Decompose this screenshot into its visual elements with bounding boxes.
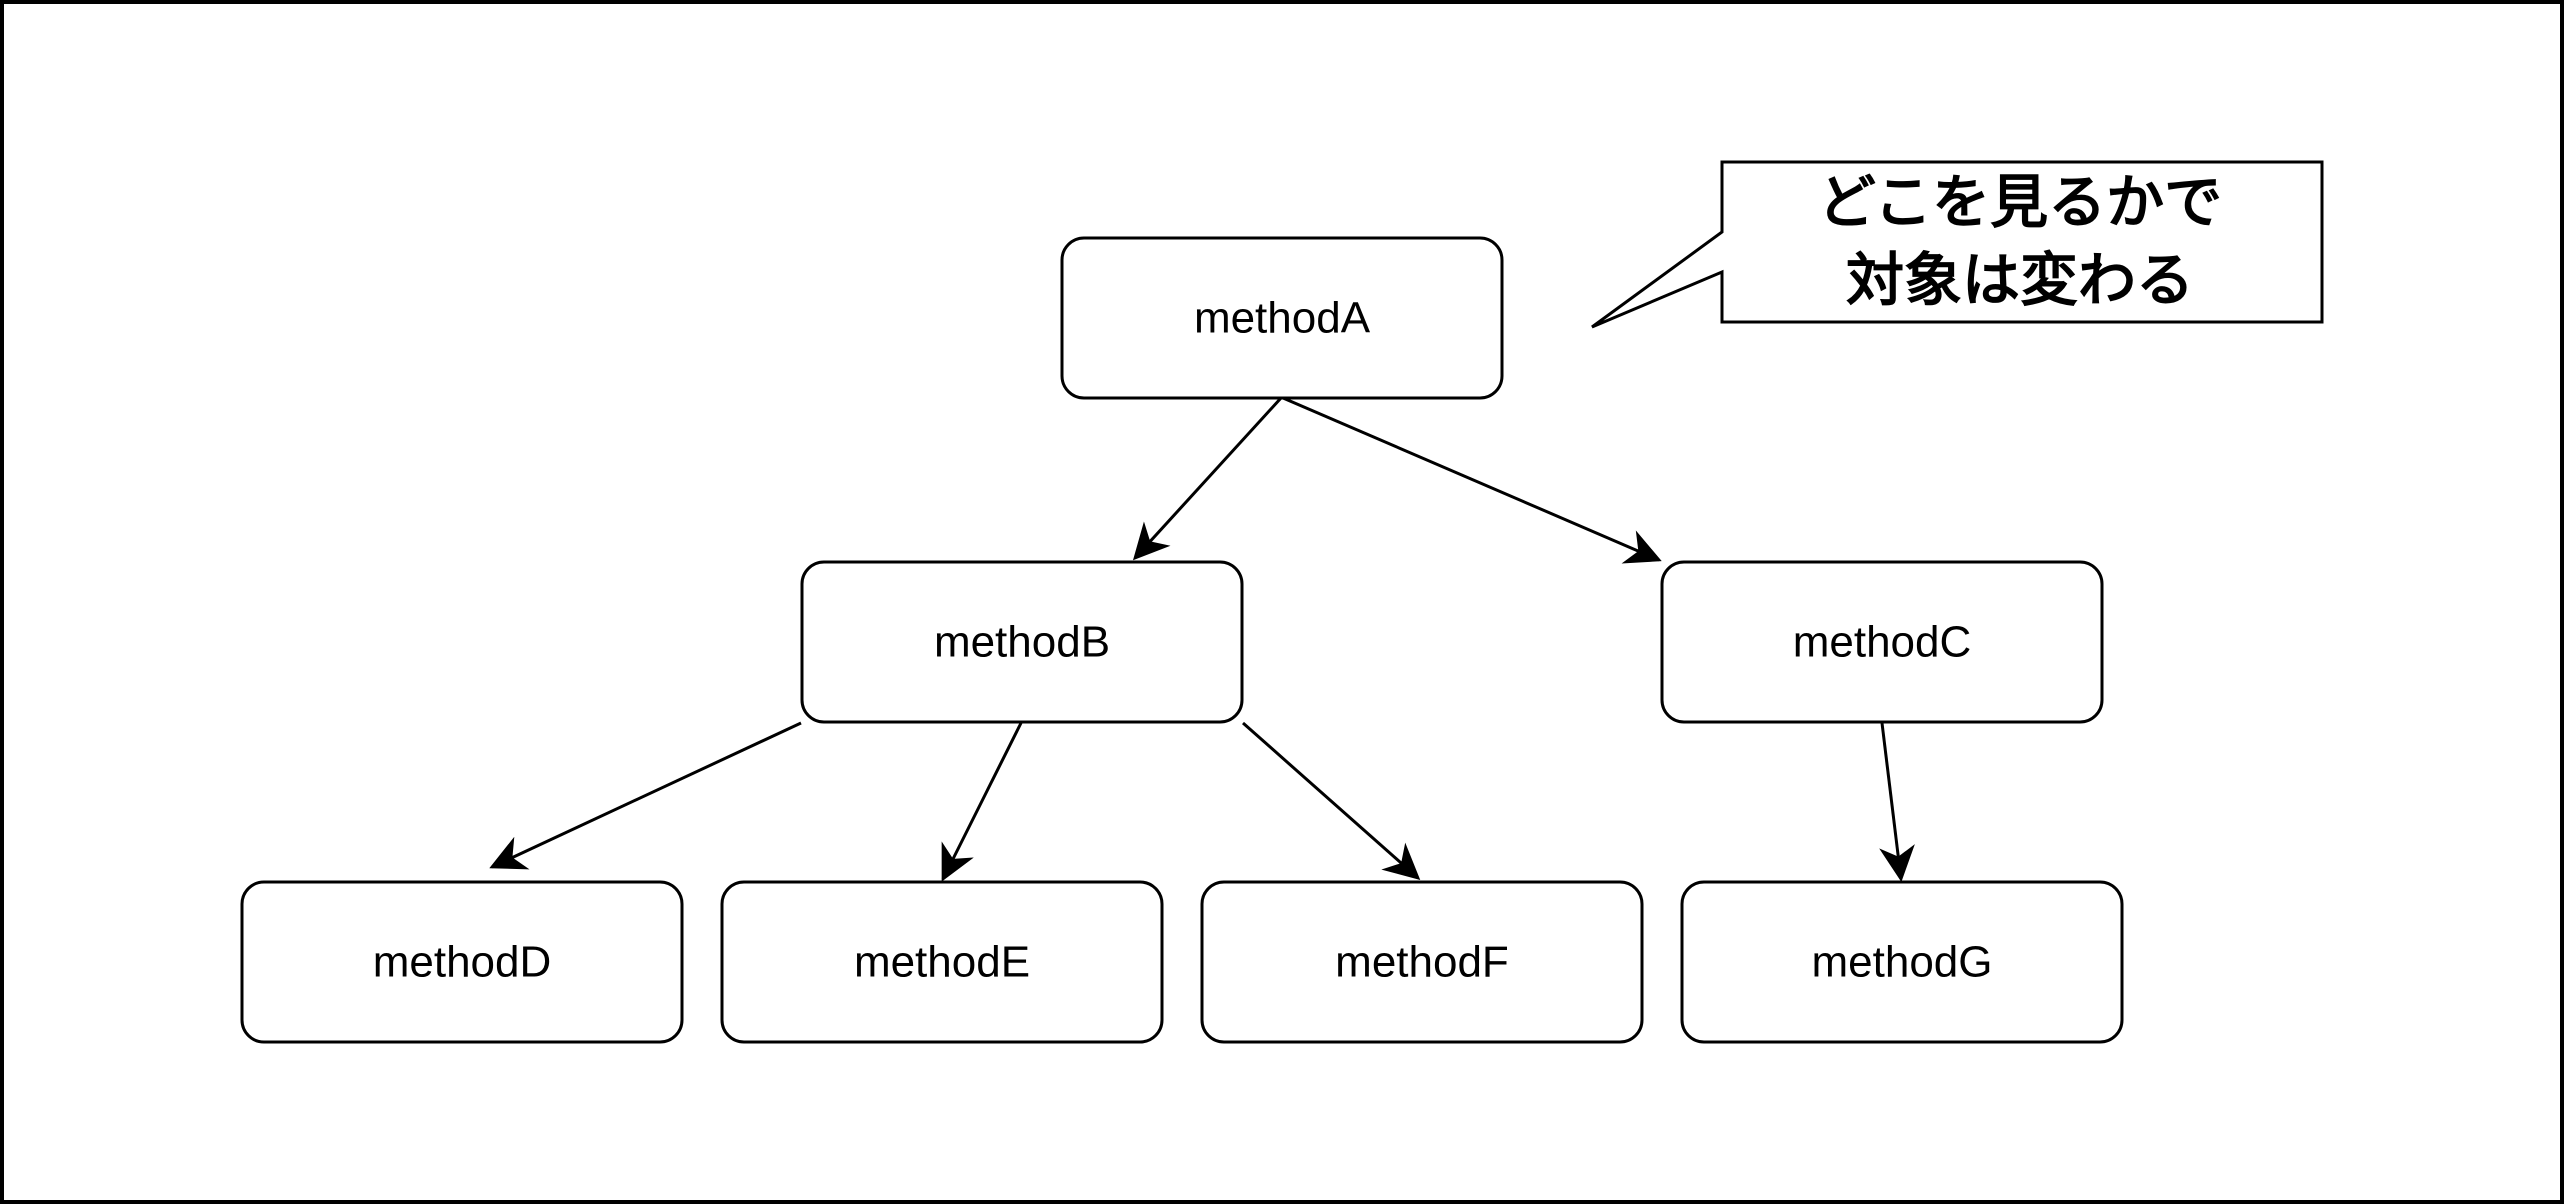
node-method-f: methodF [1200, 880, 1644, 1044]
node-label-method-d: methodD [373, 938, 552, 987]
node-method-c: methodC [1660, 560, 2104, 724]
edge-b-to-d [489, 721, 802, 870]
node-method-g: methodG [1680, 880, 2124, 1044]
edge-c-to-g [1879, 722, 1915, 882]
callout-line-1: どこを見るかで [1818, 168, 2222, 236]
edge-b-to-e [941, 722, 1023, 882]
node-label-method-a: methodA [1194, 294, 1371, 343]
callout-line-2: 対象は変わる [1846, 246, 2194, 314]
callout-bubble: どこを見るかで 対象は変わる [1591, 160, 2324, 329]
callout-shape [1591, 160, 2324, 329]
node-label-method-c: methodC [1793, 618, 1972, 667]
node-label-method-f: methodF [1335, 938, 1509, 987]
node-method-b: methodB [800, 560, 1244, 724]
node-label-method-e: methodE [854, 938, 1030, 987]
node-label-method-b: methodB [934, 618, 1110, 667]
edge-a-to-c [1282, 396, 1662, 564]
edge-b-to-f [1242, 721, 1421, 880]
node-method-a: methodA [1060, 236, 1504, 400]
node-method-e: methodE [720, 880, 1164, 1044]
node-label-method-g: methodG [1812, 938, 1993, 987]
node-method-d: methodD [240, 880, 684, 1044]
edges [489, 396, 1915, 882]
edge-a-to-b [1132, 396, 1283, 561]
